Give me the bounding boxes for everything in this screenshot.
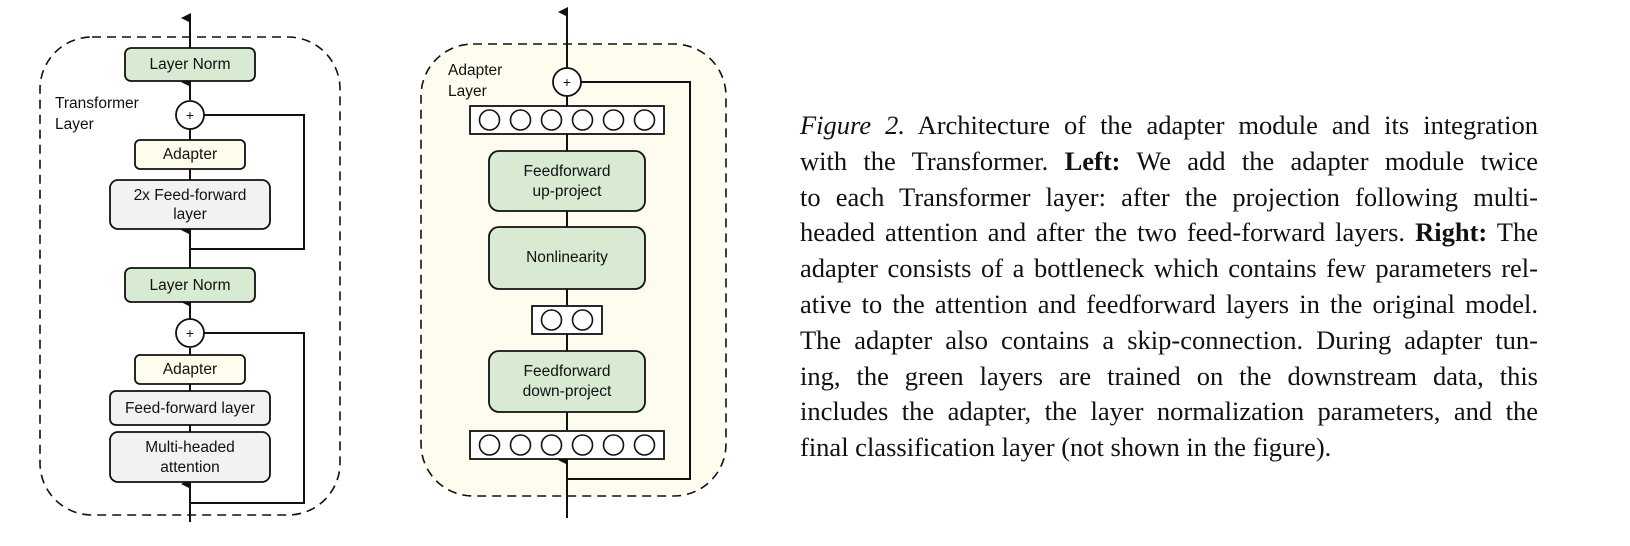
adapter-top [134,139,246,170]
multi-headed-attention-label-line2: attention [160,459,219,476]
caption-line: to each Transformer layer: after the pro… [800,180,1538,216]
plus-symbol: + [563,74,571,90]
neuron-unit [633,434,656,456]
caption-line: includes the adapter, the layer normaliz… [800,394,1538,430]
caption-text: includes the adapter, the layer normaliz… [800,396,1538,427]
caption-bold-label: Left: [1064,145,1121,176]
two-feed-forward-label-line2: layer [173,206,207,223]
layer-norm-middle-label: Layer Norm [150,277,231,294]
neuron-unit [509,109,532,131]
output-units [469,105,665,135]
skip-connection-bottom [190,332,305,504]
multi-headed-attention-label-line1: Multi-headed [145,439,235,456]
neuron-unit [602,434,625,456]
caption-line: final classification layer (not shown in… [800,430,1538,466]
transformer-layer-diagram: Transformer Layer Layer Norm + Adapter 2… [39,13,341,522]
neuron-unit [478,109,501,131]
caption-line: adapter consists of a bottleneck which c… [800,251,1538,287]
feed-forward-layer-label: Feed-forward layer [125,400,255,417]
up-project-label-line2: up-project [533,183,603,200]
caption-text: headed attention and after the two feed-… [800,217,1416,248]
neuron-unit [478,434,501,456]
multi-headed-attention [109,431,271,483]
adapter-top-label: Adapter [163,146,217,163]
caption-line: headed attention and after the two feed-… [800,215,1538,251]
caption-text: with the Transformer. [800,145,1065,176]
plus-symbol: + [186,107,194,123]
neuron-unit [540,109,563,131]
caption-line: with the Transformer. Left: We add the a… [800,144,1538,180]
neuron-unit [509,434,532,456]
caption-text: to each Transformer layer: after the pro… [800,181,1538,212]
caption-text: adapter consists of a bottleneck which c… [800,253,1538,284]
caption-text: We add the adapter module twice [1120,145,1538,176]
feedforward-up-project [488,150,646,212]
adapter-bottom-label: Adapter [163,361,217,378]
two-feed-forward-label-line1: 2x Feed-forward [134,187,247,204]
transformer-layer-label-line1: Transformer [55,95,139,112]
adapter-add-node [552,67,582,97]
bottleneck-units [531,305,603,335]
layer-norm-middle [124,267,256,303]
adapter-layer-label-line1: Adapter [448,62,502,79]
caption-line: ative to the attention and feedforward l… [800,287,1538,323]
neuron-unit [633,109,656,131]
layer-norm-top [124,47,256,82]
caption-text: The adapter also contains a skip-connect… [800,324,1538,355]
up-project-label-line1: Feedforward [523,163,610,180]
caption-text: The [1487,217,1538,248]
two-feed-forward-layer [109,179,271,230]
nonlinearity-label: Nonlinearity [526,249,608,266]
adapter-skip-connection [567,81,691,480]
adapter-layer-label-line2: Layer [448,83,487,100]
adapter-bottom [134,354,246,385]
architecture-figure: Transformer Layer Layer Norm + Adapter 2… [39,7,727,522]
feedforward-down-project [488,350,646,413]
caption-line: The adapter also contains a skip-connect… [800,323,1538,359]
caption-figure-label: Figure 2. [800,110,906,140]
caption-line: ing, the green layers are trained on the… [800,359,1538,395]
transformer-layer-label-line2: Layer [55,116,94,133]
figure-caption: Figure 2. Architecture of the adapter mo… [800,108,1538,466]
input-units [469,430,665,460]
neuron-unit [540,309,563,331]
caption-text: Architecture of the adapter module and i… [905,110,1538,140]
caption-text: ing, the green layers are trained on the… [800,360,1538,391]
output-units-box [469,105,665,135]
neuron-unit [602,109,625,131]
down-project-label-line1: Feedforward [523,363,610,380]
adapter-layer-diagram: Adapter Layer + Feedforward up-project N… [420,7,727,518]
caption-bold-label: Right: [1415,217,1488,248]
caption-text: ative to the attention and feedforward l… [800,288,1538,319]
input-units-box [469,430,665,460]
layer-norm-top-label: Layer Norm [150,56,231,73]
plus-symbol: + [186,325,194,341]
caption-line: Figure 2. Architecture of the adapter mo… [800,108,1538,144]
caption-text: final classification layer (not shown in… [800,432,1332,463]
neuron-unit [540,434,563,456]
add-node-top [175,100,205,130]
skip-connection-top [190,114,305,250]
feed-forward-layer [109,390,271,426]
neuron-unit [571,309,594,331]
down-project-label-line2: down-project [523,383,612,400]
neuron-unit [571,109,594,131]
nonlinearity [488,226,646,290]
neuron-unit [571,434,594,456]
add-node-bottom [175,318,205,348]
